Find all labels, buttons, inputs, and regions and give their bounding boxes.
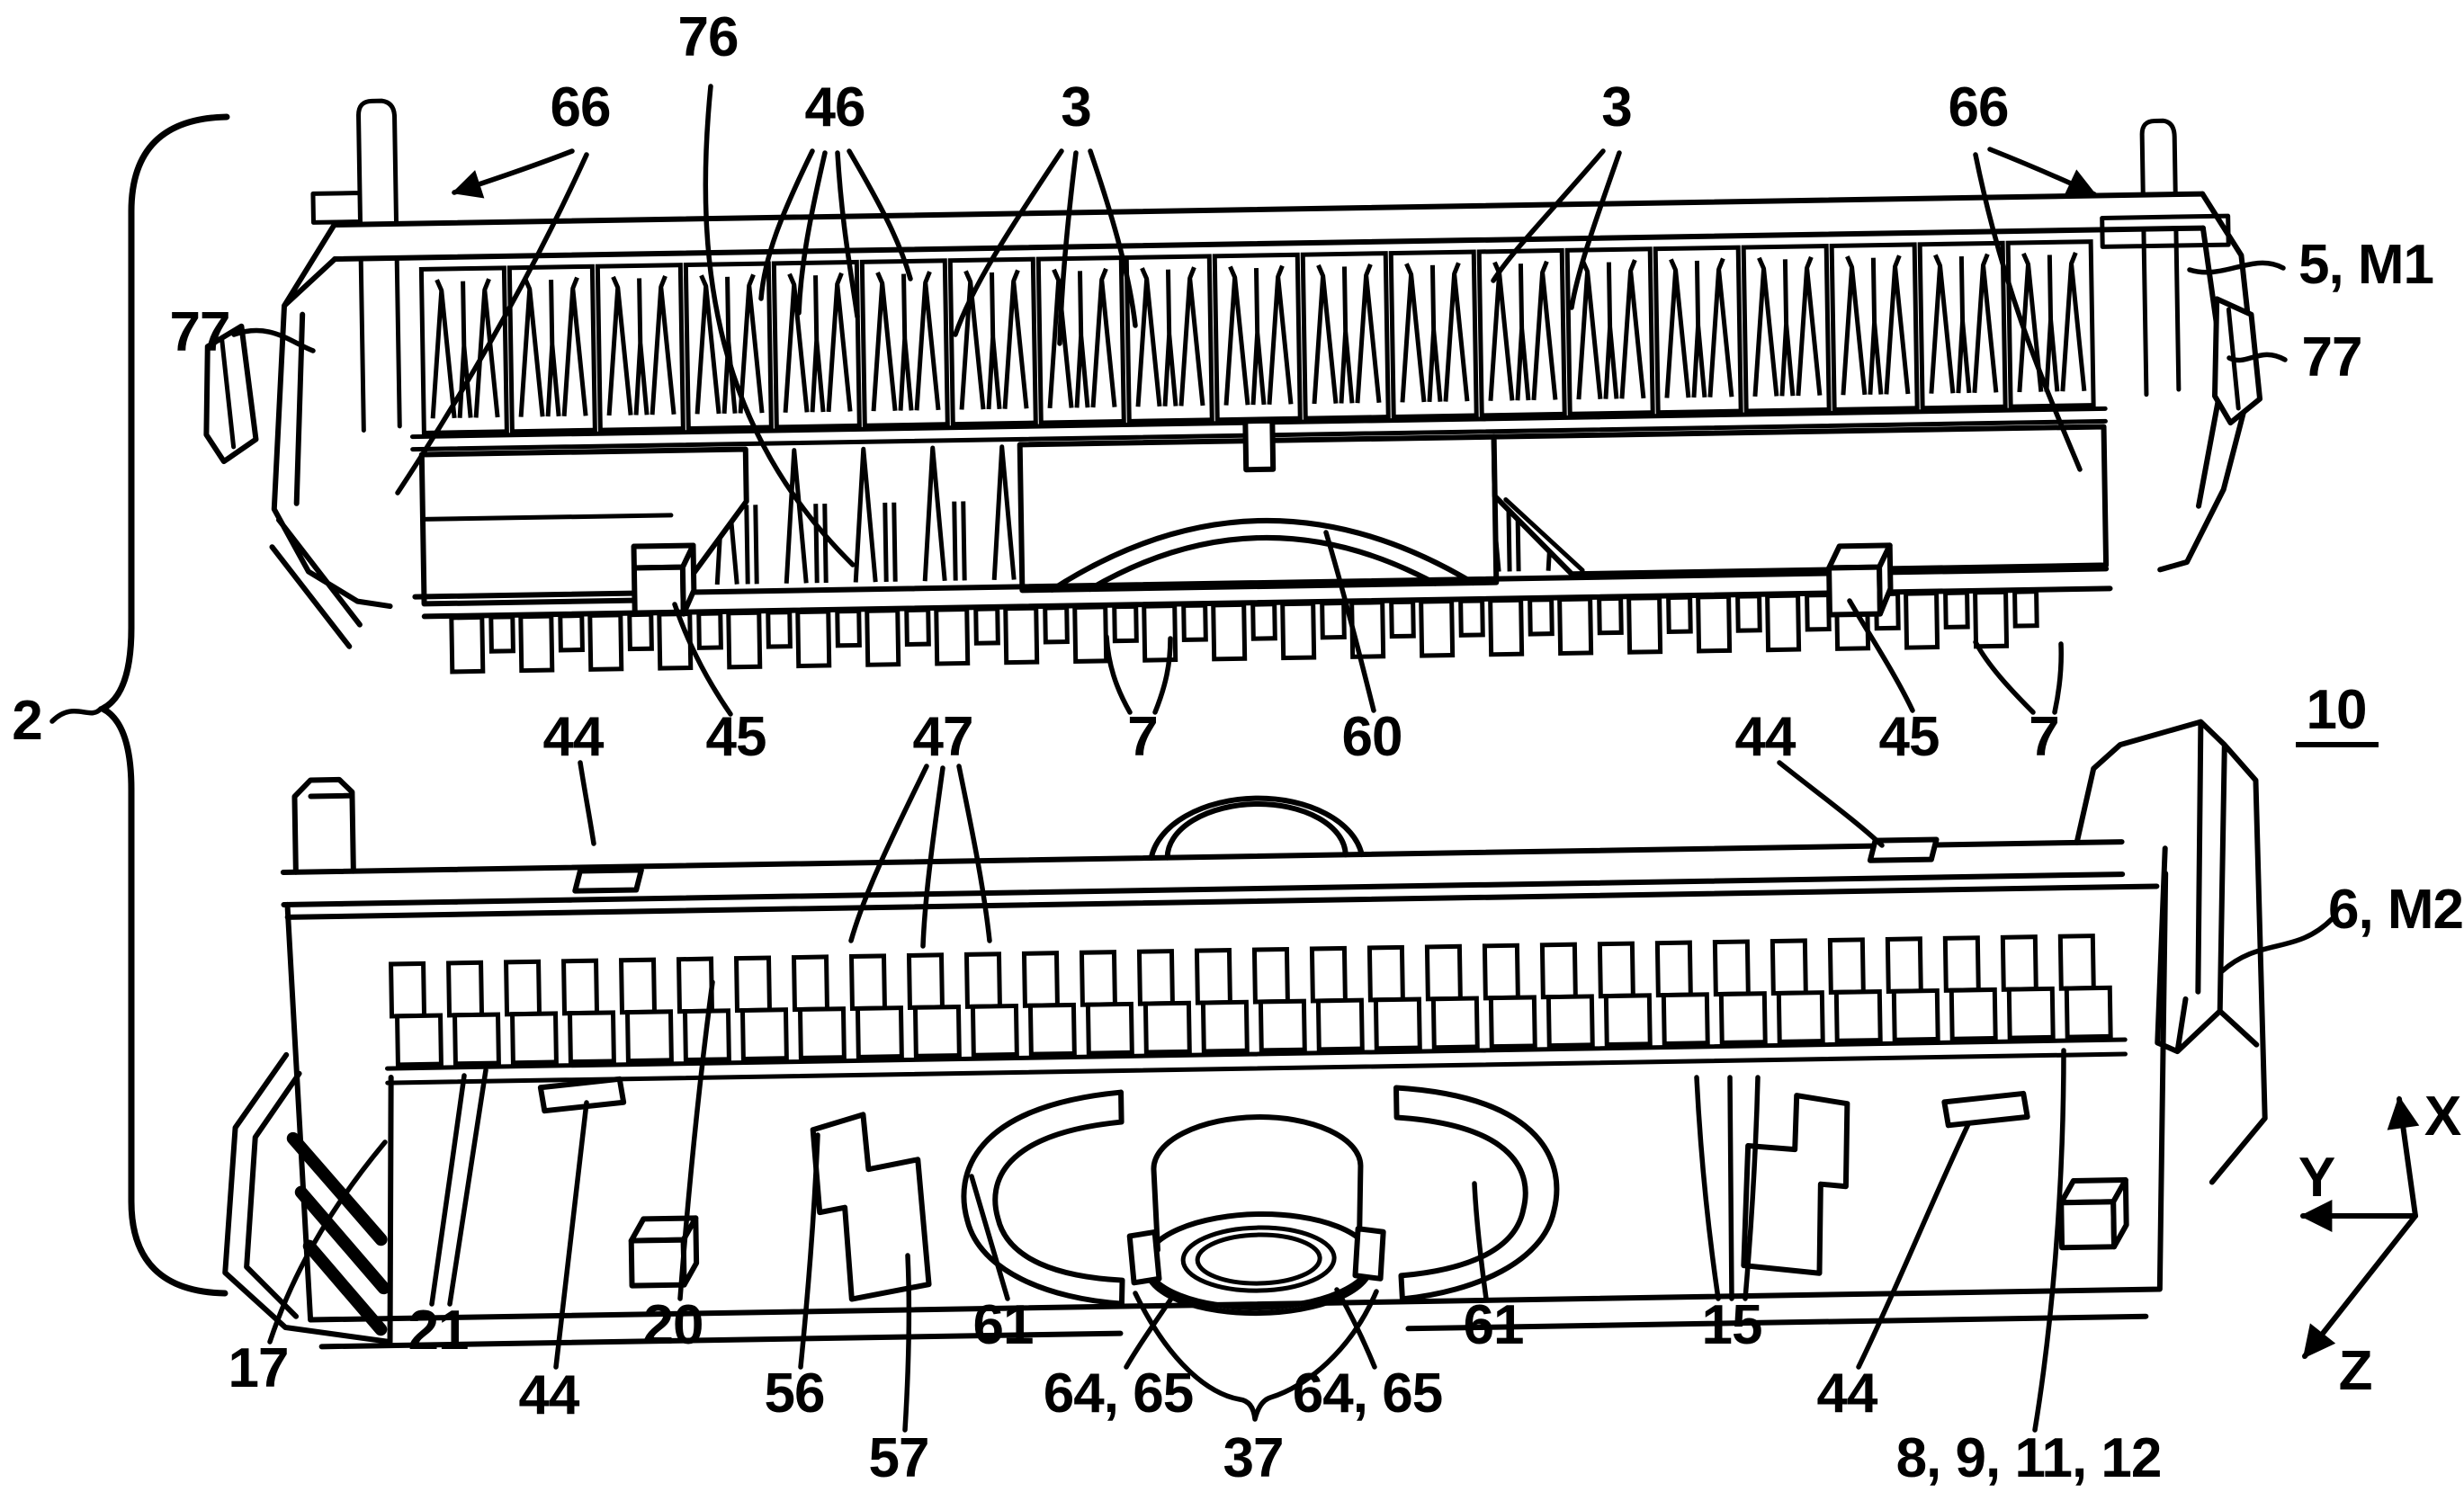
lower-housing-m2 xyxy=(222,719,2268,1350)
upper-left-end-cap xyxy=(269,222,393,649)
latch-hook-right xyxy=(1741,1093,1850,1276)
coding-plate-44-bottom-right xyxy=(1941,1090,2030,1129)
ref-label-44-mid-right: 44 xyxy=(1735,706,1796,768)
face-cube-right xyxy=(2058,1177,2129,1251)
upper-front-ledge-left xyxy=(418,446,749,607)
ref-label-77-left: 77 xyxy=(170,301,230,363)
latch-hook-left xyxy=(810,1112,932,1302)
ref-label-10: 10 xyxy=(2307,679,2367,741)
ref-label-17: 17 xyxy=(228,1337,289,1399)
coding-slot-44-left xyxy=(572,867,644,894)
lower-left-bracket xyxy=(291,776,356,875)
center-boss-cylinder xyxy=(1126,1114,1386,1317)
latch-flag-77-left xyxy=(203,323,259,465)
ref-label-56: 56 xyxy=(765,1362,825,1425)
ref-label-44-bottom-right: 44 xyxy=(1817,1362,1878,1425)
axis-label-z: Z xyxy=(2339,1340,2372,1402)
ref-label-61-left: 61 xyxy=(973,1294,1034,1356)
ref-label-61-right: 61 xyxy=(1464,1294,1524,1356)
z-axis-arrow xyxy=(2302,1213,2418,1359)
ref-label-64-65-right: 64, 65 xyxy=(1293,1362,1442,1425)
ref-label-2: 2 xyxy=(12,690,41,752)
ref-label-77-right: 77 xyxy=(2302,326,2362,389)
upper-center-arch xyxy=(1017,417,1500,594)
ref-label-66-left: 66 xyxy=(551,76,611,138)
upper-housing-m1 xyxy=(203,98,2263,676)
axis-label-y: Y xyxy=(2298,1147,2335,1209)
coding-slot-44-right xyxy=(1867,836,1940,863)
ref-label-47: 47 xyxy=(913,706,973,768)
ref-label-3-right: 3 xyxy=(1601,76,1631,138)
ref-label-76: 76 xyxy=(678,6,739,68)
ref-label-21: 21 xyxy=(408,1300,469,1362)
underbrace-37 xyxy=(1133,1289,1379,1422)
ref-label-6-m2: 6, M2 xyxy=(2328,879,2463,941)
x-axis-arrow xyxy=(2387,1095,2420,1219)
center-boss-dome xyxy=(1148,795,1365,861)
ref-label-15: 15 xyxy=(1702,1294,1762,1356)
coding-cube-45-right xyxy=(1826,542,1894,618)
ref-label-44-mid-left: 44 xyxy=(543,706,605,768)
ref-label-3-left: 3 xyxy=(1061,76,1090,138)
retaining-ring-61-right xyxy=(1393,1085,1560,1302)
ref-label-64-65-left: 64, 65 xyxy=(1044,1362,1193,1425)
ref-label-44-bottom-left: 44 xyxy=(519,1364,580,1426)
ref-label-5-m1: 5, M1 xyxy=(2298,234,2433,296)
ref-label-20: 20 xyxy=(643,1294,703,1356)
ref-label-66-right: 66 xyxy=(1949,76,2009,138)
ref-label-45-mid-right: 45 xyxy=(1879,706,1940,768)
lower-right-bracket xyxy=(2074,719,2268,1185)
ref-label-57: 57 xyxy=(869,1427,929,1489)
ref-label-46: 46 xyxy=(805,76,865,138)
assembly-brace xyxy=(49,113,230,1297)
ref-label-45-mid-left: 45 xyxy=(706,706,766,768)
ref-label-60: 60 xyxy=(1342,706,1402,768)
lower-left-end-cap xyxy=(222,1051,394,1345)
reference-labels: 2 76 66 46 3 3 66 77 5, M1 77 10 44 45 4… xyxy=(12,6,2464,1489)
retaining-ring-61-left xyxy=(961,1089,1125,1307)
ref-label-8-9-11-12: 8, 9, 11, 12 xyxy=(1896,1427,2162,1489)
leader-lines xyxy=(231,84,2334,1433)
ref-label-7-mid-right: 7 xyxy=(2029,706,2058,768)
upper-front-ledge-right xyxy=(1491,424,2110,577)
coordinate-axes: X Y Z xyxy=(2298,1085,2462,1402)
ref-label-37: 37 xyxy=(1223,1427,1284,1489)
axis-label-x: X xyxy=(2424,1085,2461,1148)
coding-plate-44-bottom-left xyxy=(537,1076,627,1114)
upper-terminal-row xyxy=(421,242,2093,433)
ref-label-7-mid-left: 7 xyxy=(1127,706,1157,768)
coding-cube-45-left xyxy=(631,542,697,617)
